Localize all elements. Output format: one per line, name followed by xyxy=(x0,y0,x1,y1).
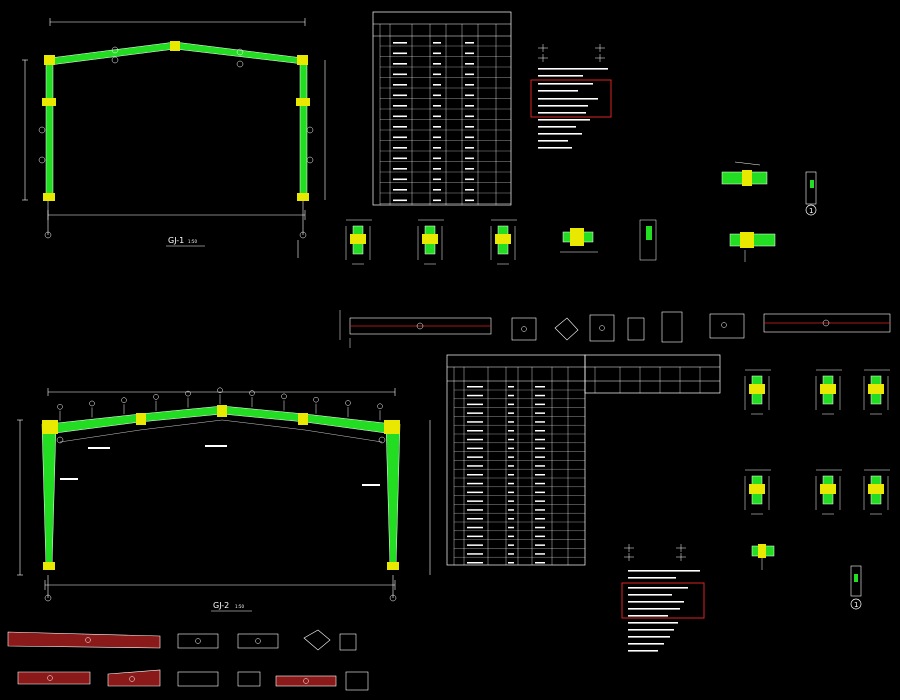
detail-nodes-right xyxy=(744,369,890,515)
gj2-scale: 1:50 xyxy=(235,604,244,609)
detail-right-top: 1 xyxy=(721,161,817,262)
gj2-left-column xyxy=(41,423,57,569)
frame-gj1: GJ-1 1:50 xyxy=(22,18,326,258)
gj1-left-column xyxy=(45,57,54,201)
highlight-box-1 xyxy=(530,79,612,118)
member-elevation-row xyxy=(339,310,891,348)
gj2-joints xyxy=(42,405,400,570)
gj2-right-column xyxy=(385,423,401,569)
gj1-scale: 1:50 xyxy=(188,239,197,244)
frame-gj2: GJ-2 1:50 xyxy=(17,387,431,612)
gj1-title: GJ-1 xyxy=(168,236,184,245)
notes-block-1 xyxy=(530,44,612,149)
gj1-joints xyxy=(42,41,310,201)
detail-nodes-row-1 xyxy=(345,219,657,265)
highlight-box-2 xyxy=(621,582,705,619)
detail-right-bottom: 1 xyxy=(751,544,862,610)
detail-ref-1: 1 xyxy=(809,207,813,215)
material-table-1 xyxy=(372,11,512,206)
material-table-2 xyxy=(446,354,721,566)
detail-ref-2: 1 xyxy=(854,601,858,609)
notes-block-2 xyxy=(621,544,705,652)
member-parts-bottom xyxy=(7,629,369,691)
gj2-title: GJ-2 xyxy=(213,601,229,610)
gj1-right-column xyxy=(299,57,308,201)
